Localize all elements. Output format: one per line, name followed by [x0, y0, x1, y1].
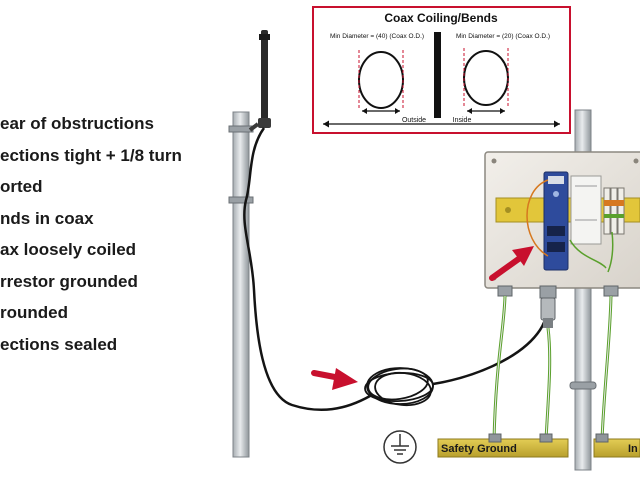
internal-wire-green-2	[607, 231, 614, 273]
checklist-item: ections sealed	[0, 335, 118, 354]
internal-wire-green-1	[569, 239, 607, 269]
safety-ground-bar	[437, 433, 569, 458]
inset-left-label: Min Diameter = (40) (Coax O.D.)	[330, 33, 424, 40]
inset-right-label: Min Diameter = (20) (Coax O.D.)	[456, 33, 550, 40]
pole-band	[569, 381, 597, 390]
checklist-item: nds in coax	[0, 209, 94, 228]
coax-connector	[540, 297, 556, 321]
coax-cable-to-box	[432, 297, 550, 386]
installation-checklist: ear of obstructions ections tight + 1/8 …	[0, 0, 200, 480]
coax-coiling-inset: Coax Coiling/Bends Min Diameter = (40) (…	[312, 6, 571, 134]
cable-gland-left	[497, 285, 513, 297]
inset-inside-label: Inside	[453, 117, 472, 124]
right-ground-label: In	[628, 443, 638, 455]
antenna	[248, 30, 271, 132]
checklist-item: ear of obstructions	[0, 114, 154, 133]
pointer-arrow-icon	[311, 368, 358, 390]
mast-pole-left	[232, 111, 250, 458]
ground-symbol-icon	[383, 430, 417, 464]
terminal-blocks	[603, 187, 625, 235]
inset-title: Coax Coiling/Bends	[384, 11, 498, 25]
checklist-item: ax loosely coiled	[0, 240, 137, 259]
checklist-item: rounded	[0, 303, 68, 322]
internal-wire-orange	[526, 179, 549, 257]
checklist-item: ections tight + 1/8 turn	[0, 146, 182, 165]
pointer-arrow-icon	[489, 246, 534, 281]
cable-gland-right	[603, 285, 619, 297]
checklist-item: rrestor grounded	[0, 272, 138, 291]
checklist-item: orted	[0, 177, 43, 196]
coax-coil	[364, 367, 434, 407]
pole-clamp-bottom	[228, 196, 254, 204]
radio-module	[543, 171, 602, 271]
inset-divider-wall	[434, 32, 441, 118]
right-ground-bar	[593, 433, 640, 458]
cable-gland-middle	[539, 285, 557, 299]
inset-outside-label: Outside	[402, 117, 426, 124]
safety-ground-label: Safety Ground	[441, 443, 517, 455]
coax-cable	[243, 127, 371, 412]
